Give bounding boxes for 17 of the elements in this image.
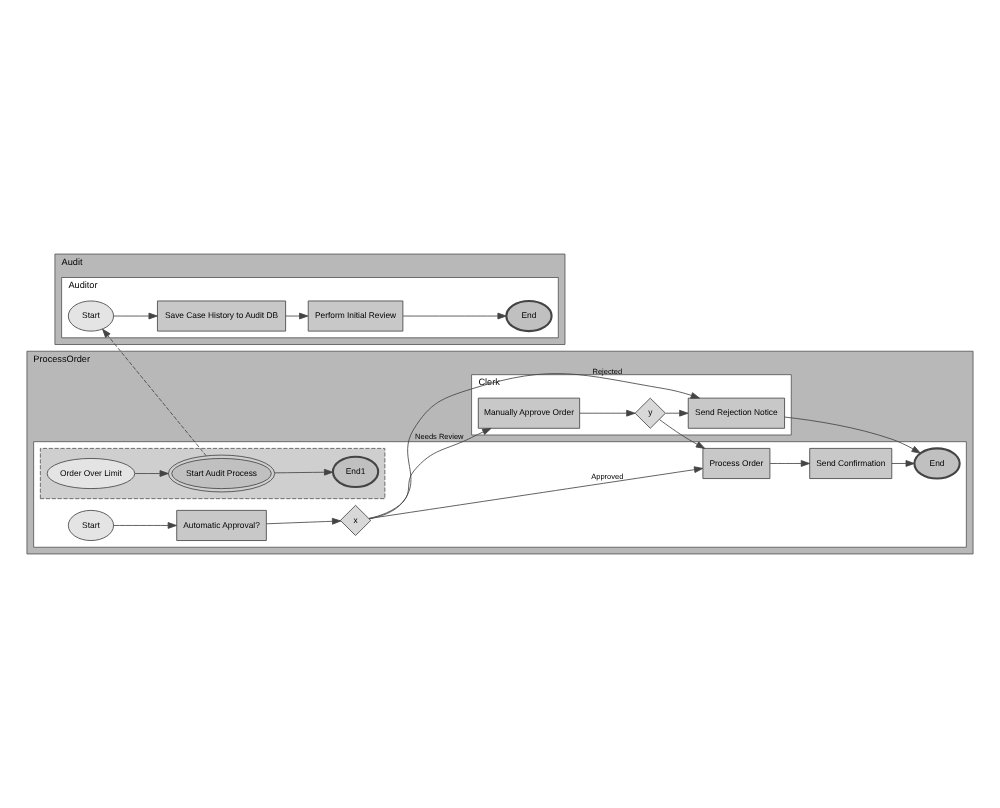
arrow xyxy=(891,460,915,467)
arrow xyxy=(266,517,342,525)
arrow xyxy=(134,470,169,477)
arrow xyxy=(579,409,636,417)
arrow xyxy=(402,312,507,320)
arrow xyxy=(769,460,810,467)
arrow xyxy=(274,468,334,476)
cluster xyxy=(39,447,386,500)
arrow xyxy=(368,427,492,519)
arrow xyxy=(368,373,700,520)
arrow xyxy=(784,416,921,454)
arrow xyxy=(659,419,706,449)
arrow xyxy=(113,312,158,320)
arrow xyxy=(102,328,207,457)
arrow xyxy=(113,522,177,529)
arrow xyxy=(665,409,689,417)
arrow xyxy=(285,312,309,320)
